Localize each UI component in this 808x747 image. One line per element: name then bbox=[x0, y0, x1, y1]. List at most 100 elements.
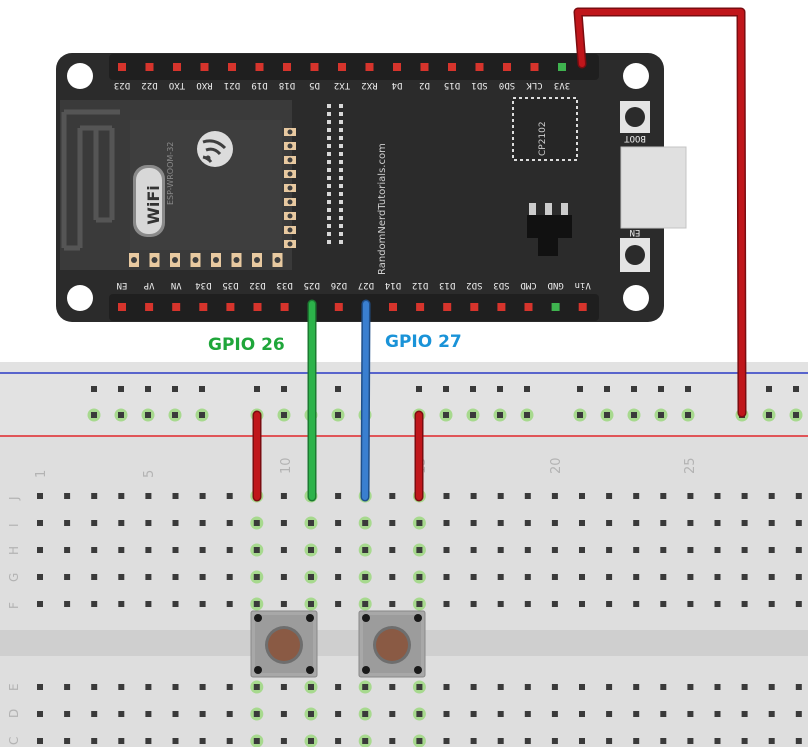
breadboard-hole bbox=[172, 386, 178, 392]
breadboard-hole bbox=[687, 711, 694, 717]
smd-component bbox=[339, 120, 343, 124]
pin-label: D26 bbox=[331, 280, 347, 290]
breadboard-hole bbox=[362, 547, 369, 553]
breadboard-hole bbox=[633, 547, 640, 553]
mounting-hole bbox=[623, 63, 649, 89]
breadboard-hole bbox=[714, 601, 721, 607]
breadboard-hole bbox=[741, 738, 748, 744]
breadboard-hole bbox=[606, 574, 613, 580]
breadboard-hole bbox=[64, 601, 71, 607]
breadboard-hole bbox=[524, 386, 530, 392]
breadboard-hole bbox=[118, 520, 125, 526]
smd-component bbox=[327, 136, 331, 140]
smd-component bbox=[339, 224, 343, 228]
breadboard-hole bbox=[118, 684, 125, 690]
breadboard-hole bbox=[280, 574, 287, 580]
pin-d22 bbox=[145, 63, 154, 71]
breadboard-hole bbox=[172, 738, 179, 744]
breadboard-hole bbox=[118, 601, 125, 607]
breadboard-hole bbox=[795, 684, 802, 690]
breadboard-hole bbox=[660, 684, 667, 690]
breadboard-hole bbox=[416, 601, 423, 607]
pin-rxo bbox=[200, 63, 209, 71]
breadboard-hole bbox=[308, 601, 314, 607]
smd-component bbox=[339, 200, 343, 204]
breadboard-hole bbox=[253, 574, 260, 580]
breadboard-hole bbox=[579, 574, 585, 580]
breadboard-hole bbox=[741, 493, 748, 499]
row-letter-j: J bbox=[7, 496, 21, 501]
breadboard-hole bbox=[524, 547, 531, 553]
breadboard-hole bbox=[64, 520, 71, 526]
breadboard-hole bbox=[633, 601, 640, 607]
pin-label: D25 bbox=[304, 280, 320, 290]
breadboard-hole bbox=[795, 711, 802, 717]
wire-gpio27-blue[interactable] bbox=[362, 301, 369, 500]
boot-button[interactable]: BOOT bbox=[620, 101, 650, 143]
breadboard-hole bbox=[281, 412, 287, 418]
smd-component bbox=[327, 144, 331, 148]
breadboard-hole bbox=[226, 574, 233, 580]
breadboard-hole bbox=[470, 520, 477, 526]
pin-d15 bbox=[448, 63, 456, 71]
breadboard-hole bbox=[524, 412, 530, 418]
top-pins bbox=[118, 63, 566, 71]
breadboard-hole bbox=[91, 412, 97, 418]
breadboard-hole bbox=[362, 738, 369, 744]
breadboard-hole bbox=[199, 684, 206, 690]
breadboard-hole bbox=[253, 520, 260, 526]
breadboard-hole bbox=[335, 386, 341, 392]
breadboard-hole bbox=[714, 520, 721, 526]
pin-d21 bbox=[228, 63, 236, 71]
breadboard-hole bbox=[145, 574, 152, 580]
breadboard-hole bbox=[687, 547, 694, 553]
module-pad-hole bbox=[254, 257, 260, 263]
breadboard-hole bbox=[145, 738, 152, 744]
breadboard-hole bbox=[660, 547, 667, 553]
push-button-1[interactable] bbox=[250, 610, 318, 678]
smd-component bbox=[339, 160, 343, 164]
breadboard-hole bbox=[145, 493, 152, 499]
breadboard-hole bbox=[660, 738, 667, 744]
push-button-2[interactable] bbox=[358, 610, 426, 678]
breadboard-hole bbox=[551, 520, 558, 526]
module-pads bbox=[129, 128, 296, 267]
breadboard-hole bbox=[658, 412, 664, 418]
smd-component bbox=[339, 168, 343, 172]
breadboard-hole bbox=[795, 547, 802, 553]
module-pad-hole bbox=[287, 143, 293, 149]
breadboard-hole bbox=[633, 738, 640, 744]
wire-3v3-red[interactable] bbox=[575, 9, 745, 416]
breadboard-hole bbox=[308, 520, 314, 526]
breadboard-hole bbox=[280, 547, 287, 553]
breadboard-hole bbox=[793, 386, 799, 392]
breadboard-hole bbox=[199, 601, 206, 607]
pin-label: D27 bbox=[358, 280, 374, 290]
en-button[interactable]: EN bbox=[620, 227, 650, 272]
breadboard-hole bbox=[714, 547, 721, 553]
mounting-hole bbox=[623, 285, 649, 311]
breadboard-hole bbox=[118, 711, 125, 717]
smd-component bbox=[339, 232, 343, 236]
row-letter-c: C bbox=[7, 737, 21, 745]
breadboard-hole bbox=[64, 738, 71, 744]
breadboard-hole bbox=[741, 547, 748, 553]
breadboard-hole bbox=[470, 386, 476, 392]
pin-label: D15 bbox=[444, 80, 460, 90]
breadboard-hole bbox=[145, 711, 152, 717]
breadboard-hole bbox=[253, 711, 260, 717]
pin-label: TX2 bbox=[334, 80, 350, 90]
breadboard-hole bbox=[579, 738, 585, 744]
pin-label: Vin bbox=[575, 280, 591, 290]
breadboard-hole bbox=[37, 574, 43, 580]
breadboard-hole bbox=[766, 386, 772, 392]
breadboard-hole bbox=[793, 412, 799, 418]
breadboard-hole bbox=[497, 386, 503, 392]
breadboard-hole bbox=[470, 738, 477, 744]
pin-label: D23 bbox=[114, 80, 130, 90]
pin-label: D18 bbox=[279, 80, 295, 90]
pin-d32 bbox=[253, 303, 262, 311]
breadboard-hole bbox=[741, 684, 748, 690]
breadboard-hole bbox=[551, 738, 558, 744]
